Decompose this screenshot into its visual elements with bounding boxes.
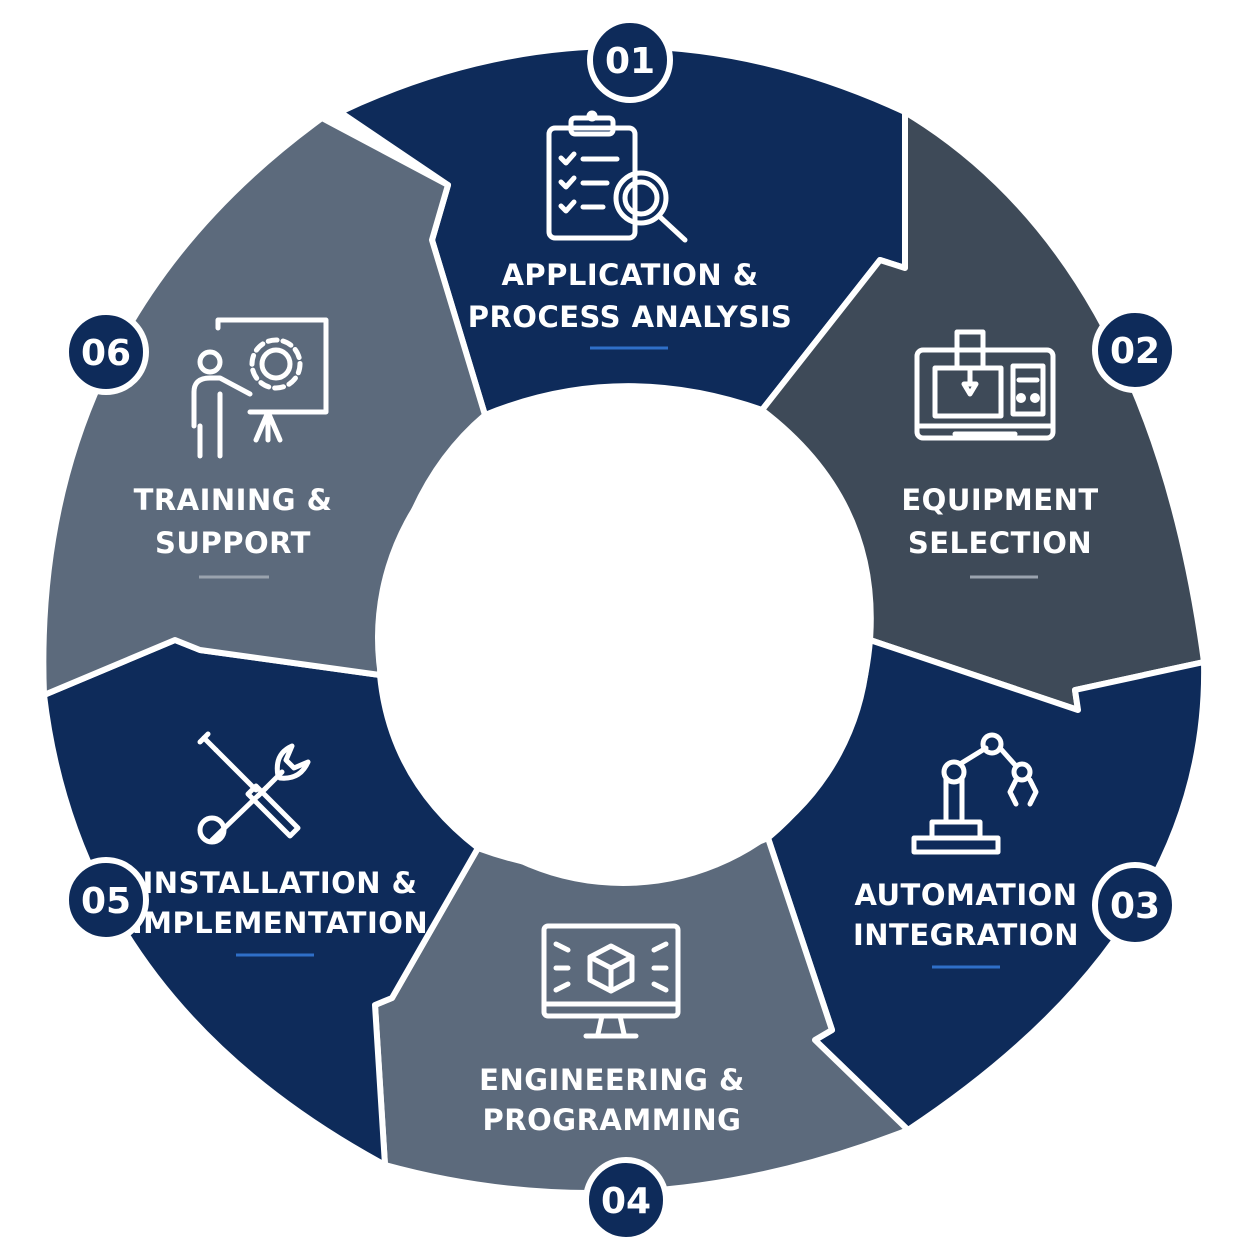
clipboard-search-icon bbox=[546, 110, 688, 243]
badge-01: 01 bbox=[587, 17, 673, 103]
badge-03: 03 bbox=[1092, 862, 1178, 948]
step-06-label: TRAINING & SUPPORT bbox=[134, 483, 333, 579]
step-03-line2: INTEGRATION bbox=[853, 918, 1079, 952]
badge-02-number: 02 bbox=[1110, 331, 1160, 372]
step-06-line1: TRAINING & bbox=[134, 483, 333, 517]
step-04-line2: PROGRAMMING bbox=[483, 1103, 742, 1137]
badge-03-number: 03 bbox=[1110, 886, 1160, 927]
badge-05: 05 bbox=[63, 857, 149, 943]
ring-segments bbox=[40, 43, 1208, 1196]
wrench-screwdriver-icon bbox=[197, 731, 311, 845]
badge-02: 02 bbox=[1092, 307, 1178, 393]
badge-06-number: 06 bbox=[81, 333, 131, 374]
step-04-line1: ENGINEERING & bbox=[479, 1063, 745, 1097]
center-circle bbox=[375, 390, 871, 886]
step-02-label: EQUIPMENT SELECTION bbox=[901, 483, 1098, 579]
badge-01-number: 01 bbox=[605, 41, 655, 82]
step-05-label: INSTALLATION & IMPLEMENTATION bbox=[132, 866, 428, 957]
step-03-line1: AUTOMATION bbox=[854, 878, 1077, 912]
badge-06: 06 bbox=[63, 309, 149, 395]
step-02-line2: SELECTION bbox=[908, 526, 1092, 560]
step-02-line1: EQUIPMENT bbox=[901, 483, 1098, 517]
monitor-cube-icon bbox=[541, 923, 681, 1039]
step-03-label: AUTOMATION INTEGRATION bbox=[853, 878, 1079, 969]
presentation-gear-icon bbox=[191, 317, 329, 459]
step-05-line1: INSTALLATION & bbox=[143, 866, 418, 900]
segment-05 bbox=[41, 637, 481, 1168]
step-04-label: ENGINEERING & PROGRAMMING bbox=[479, 1063, 745, 1137]
badge-04-number: 04 bbox=[601, 1181, 651, 1222]
robot-arm-icon bbox=[911, 732, 1039, 855]
badge-04: 04 bbox=[583, 1157, 669, 1243]
step-01-line1: APPLICATION & bbox=[501, 258, 758, 292]
segment-02 bbox=[759, 109, 1207, 713]
step-05-line2: IMPLEMENTATION bbox=[132, 906, 428, 940]
badge-05-number: 05 bbox=[81, 881, 131, 922]
cnc-machine-icon bbox=[914, 329, 1056, 441]
step-01-label: APPLICATION & PROCESS ANALYSIS bbox=[468, 258, 793, 350]
step-06-line2: SUPPORT bbox=[155, 526, 311, 560]
step-01-line2: PROCESS ANALYSIS bbox=[468, 300, 793, 334]
